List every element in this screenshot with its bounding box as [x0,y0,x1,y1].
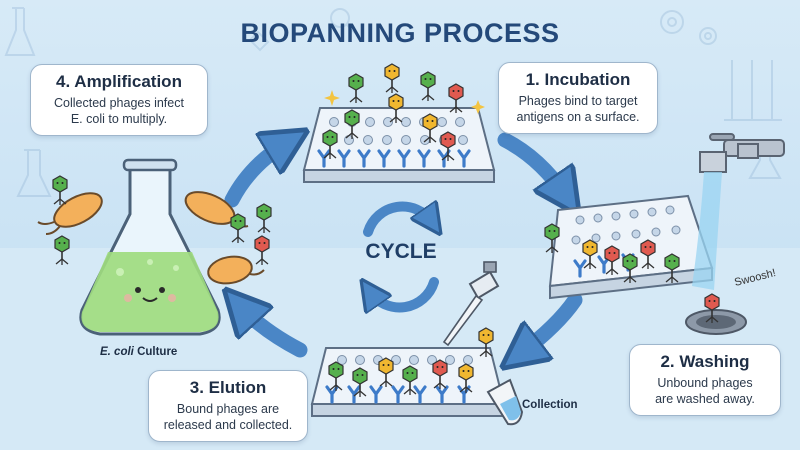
culture-label-rest: Culture [133,346,178,358]
step-incubation-title: 1. Incubation [525,70,631,89]
step-amplification-desc-line1: Collected phages infect [54,96,184,110]
step-elution-card: 3. Elution Bound phages are released and … [148,370,308,442]
step-incubation-desc-line1: Phages bind to target [518,94,638,108]
step-elution-desc-line2: released and collected. [163,418,293,432]
step-amplification-card: 4. Amplification Collected phages infect… [30,64,208,136]
bacteria-cluster [37,191,265,285]
step-incubation-card: 1. Incubation Phages bind to target antig… [498,62,658,134]
ecoli-flask-icon [79,158,221,336]
arrow-washing-to-elution [520,292,583,354]
culture-label: E. coli Culture [100,346,177,358]
step-elution-title: 3. Elution [189,378,267,397]
step-washing-card: 2. Washing Unbound phages are washed away… [629,344,781,416]
washing-plate [544,194,714,300]
arrow-incubation-to-washing [497,132,566,196]
arrow-amplification-to-incubation [224,142,288,208]
step-washing-desc-line2: are washed away. [655,392,755,406]
step-incubation-desc-line2: antigens on a surface. [516,110,640,124]
recycle-icon [368,207,434,308]
step-washing-desc-line1: Unbound phages [657,376,753,390]
step-washing-title: 2. Washing [660,352,750,371]
arrow-elution-to-amplification [240,306,308,358]
step-amplification-title: 4. Amplification [56,72,182,91]
culture-label-italic: E. coli [100,346,134,358]
faucet-icon [692,133,785,290]
incubation-plate [302,63,496,183]
collection-tube-icon [486,378,524,426]
cycle-label: CYCLE [365,240,437,263]
elution-plate [310,327,506,417]
drain-icon [685,293,747,335]
step-elution-desc-line1: Bound phages are [176,402,280,416]
pipette-icon [442,261,500,347]
collection-label: Collection [522,399,578,411]
step-amplification-desc-line2: E. coli to multiply. [70,112,168,126]
cycle-arrows [232,140,575,354]
page-title: BIOPANNING PROCESS [240,18,560,48]
